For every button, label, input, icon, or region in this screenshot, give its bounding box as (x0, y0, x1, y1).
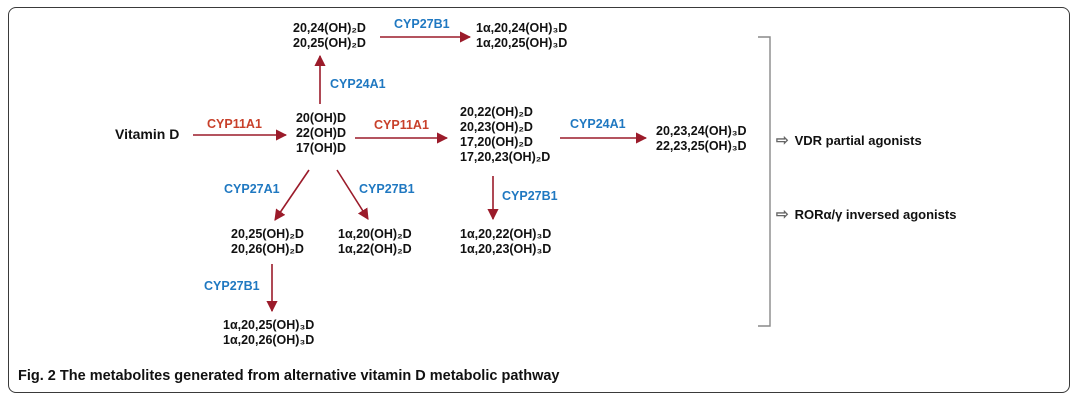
hollow-arrow-icon: ⇨ (776, 206, 789, 223)
node-line: 20,26(OH)₂D (231, 242, 304, 256)
node-line: 1α,20,25(OH)₃D (476, 36, 568, 50)
node-line: 20,23,24(OH)₃D (656, 124, 747, 138)
hollow-arrow-icon: ⇨ (776, 132, 789, 149)
center-metabolites: 20(OH)D 22(OH)D 17(OH)D (289, 111, 353, 156)
enzyme-label: CYP27B1 (394, 17, 450, 31)
vitamin-d-label: Vitamin D (115, 126, 180, 142)
arrow-down-right (336, 169, 369, 220)
enzyme-label: CYP27B1 (204, 279, 260, 293)
node-line: 22,23,25(OH)₃D (656, 139, 747, 153)
node-line: 1α,22(OH)₂D (338, 242, 412, 256)
enzyme-label: CYP27A1 (224, 182, 280, 196)
annotation-ror: ⇨ RORα/γ inversed agonists (776, 207, 956, 222)
arrow-down-left (274, 169, 310, 221)
enzyme-label: CYP24A1 (330, 77, 386, 91)
node-lower-left: 20,25(OH)₂D 20,26(OH)₂D (231, 227, 304, 257)
enzyme-label: CYP27B1 (359, 182, 415, 196)
node-line: 1α,20,23(OH)₃D (460, 242, 552, 256)
enzyme-label: CYP24A1 (570, 117, 626, 131)
annotation-vdr: ⇨ VDR partial agonists (776, 133, 922, 148)
figure-caption: Fig. 2 The metabolites generated from al… (18, 368, 560, 384)
node-line: 1α,20,25(OH)₃D (223, 318, 315, 332)
center-line: 22(OH)D (295, 126, 346, 140)
figure-frame (8, 7, 1070, 393)
node-bottom: 1α,20,25(OH)₃D 1α,20,26(OH)₃D (223, 318, 314, 348)
node-line: 1α,20,22(OH)₃D (460, 227, 552, 241)
annotation-text: VDR partial agonists (794, 133, 922, 148)
node-mid: 20,22(OH)₂D 20,23(OH)₂D 17,20(OH)₂D 17,2… (460, 105, 550, 165)
right-bracket (758, 36, 771, 327)
node-line: 20,25(OH)₂D (231, 227, 304, 241)
annotation-text: RORα/γ inversed agonists (794, 207, 957, 222)
node-line: 1α,20(OH)₂D (338, 227, 412, 241)
node-top: 20,24(OH)₂D 20,25(OH)₂D (293, 21, 366, 51)
node-top-right: 1α,20,24(OH)₃D 1α,20,25(OH)₃D (476, 21, 567, 51)
node-line: 17,20,23(OH)₂D (460, 150, 551, 164)
node-line: 20,24(OH)₂D (293, 21, 366, 35)
node-line: 20,25(OH)₂D (293, 36, 366, 50)
center-line: 20(OH)D (295, 111, 346, 125)
node-line: 1α,20,24(OH)₃D (476, 21, 568, 35)
center-line: 17(OH)D (295, 141, 346, 155)
node-lower-center: 1α,20(OH)₂D 1α,22(OH)₂D (338, 227, 412, 257)
node-line: 20,23(OH)₂D (460, 120, 533, 134)
node-line: 1α,20,26(OH)₃D (223, 333, 315, 347)
enzyme-label: CYP11A1 (207, 117, 262, 131)
node-mid-low: 1α,20,22(OH)₃D 1α,20,23(OH)₃D (460, 227, 551, 257)
node-line: 20,22(OH)₂D (460, 105, 533, 119)
enzyme-label: CYP27B1 (502, 189, 558, 203)
node-line: 17,20(OH)₂D (460, 135, 533, 149)
node-far-right: 20,23,24(OH)₃D 22,23,25(OH)₃D (656, 124, 747, 154)
enzyme-label: CYP11A1 (374, 118, 429, 132)
